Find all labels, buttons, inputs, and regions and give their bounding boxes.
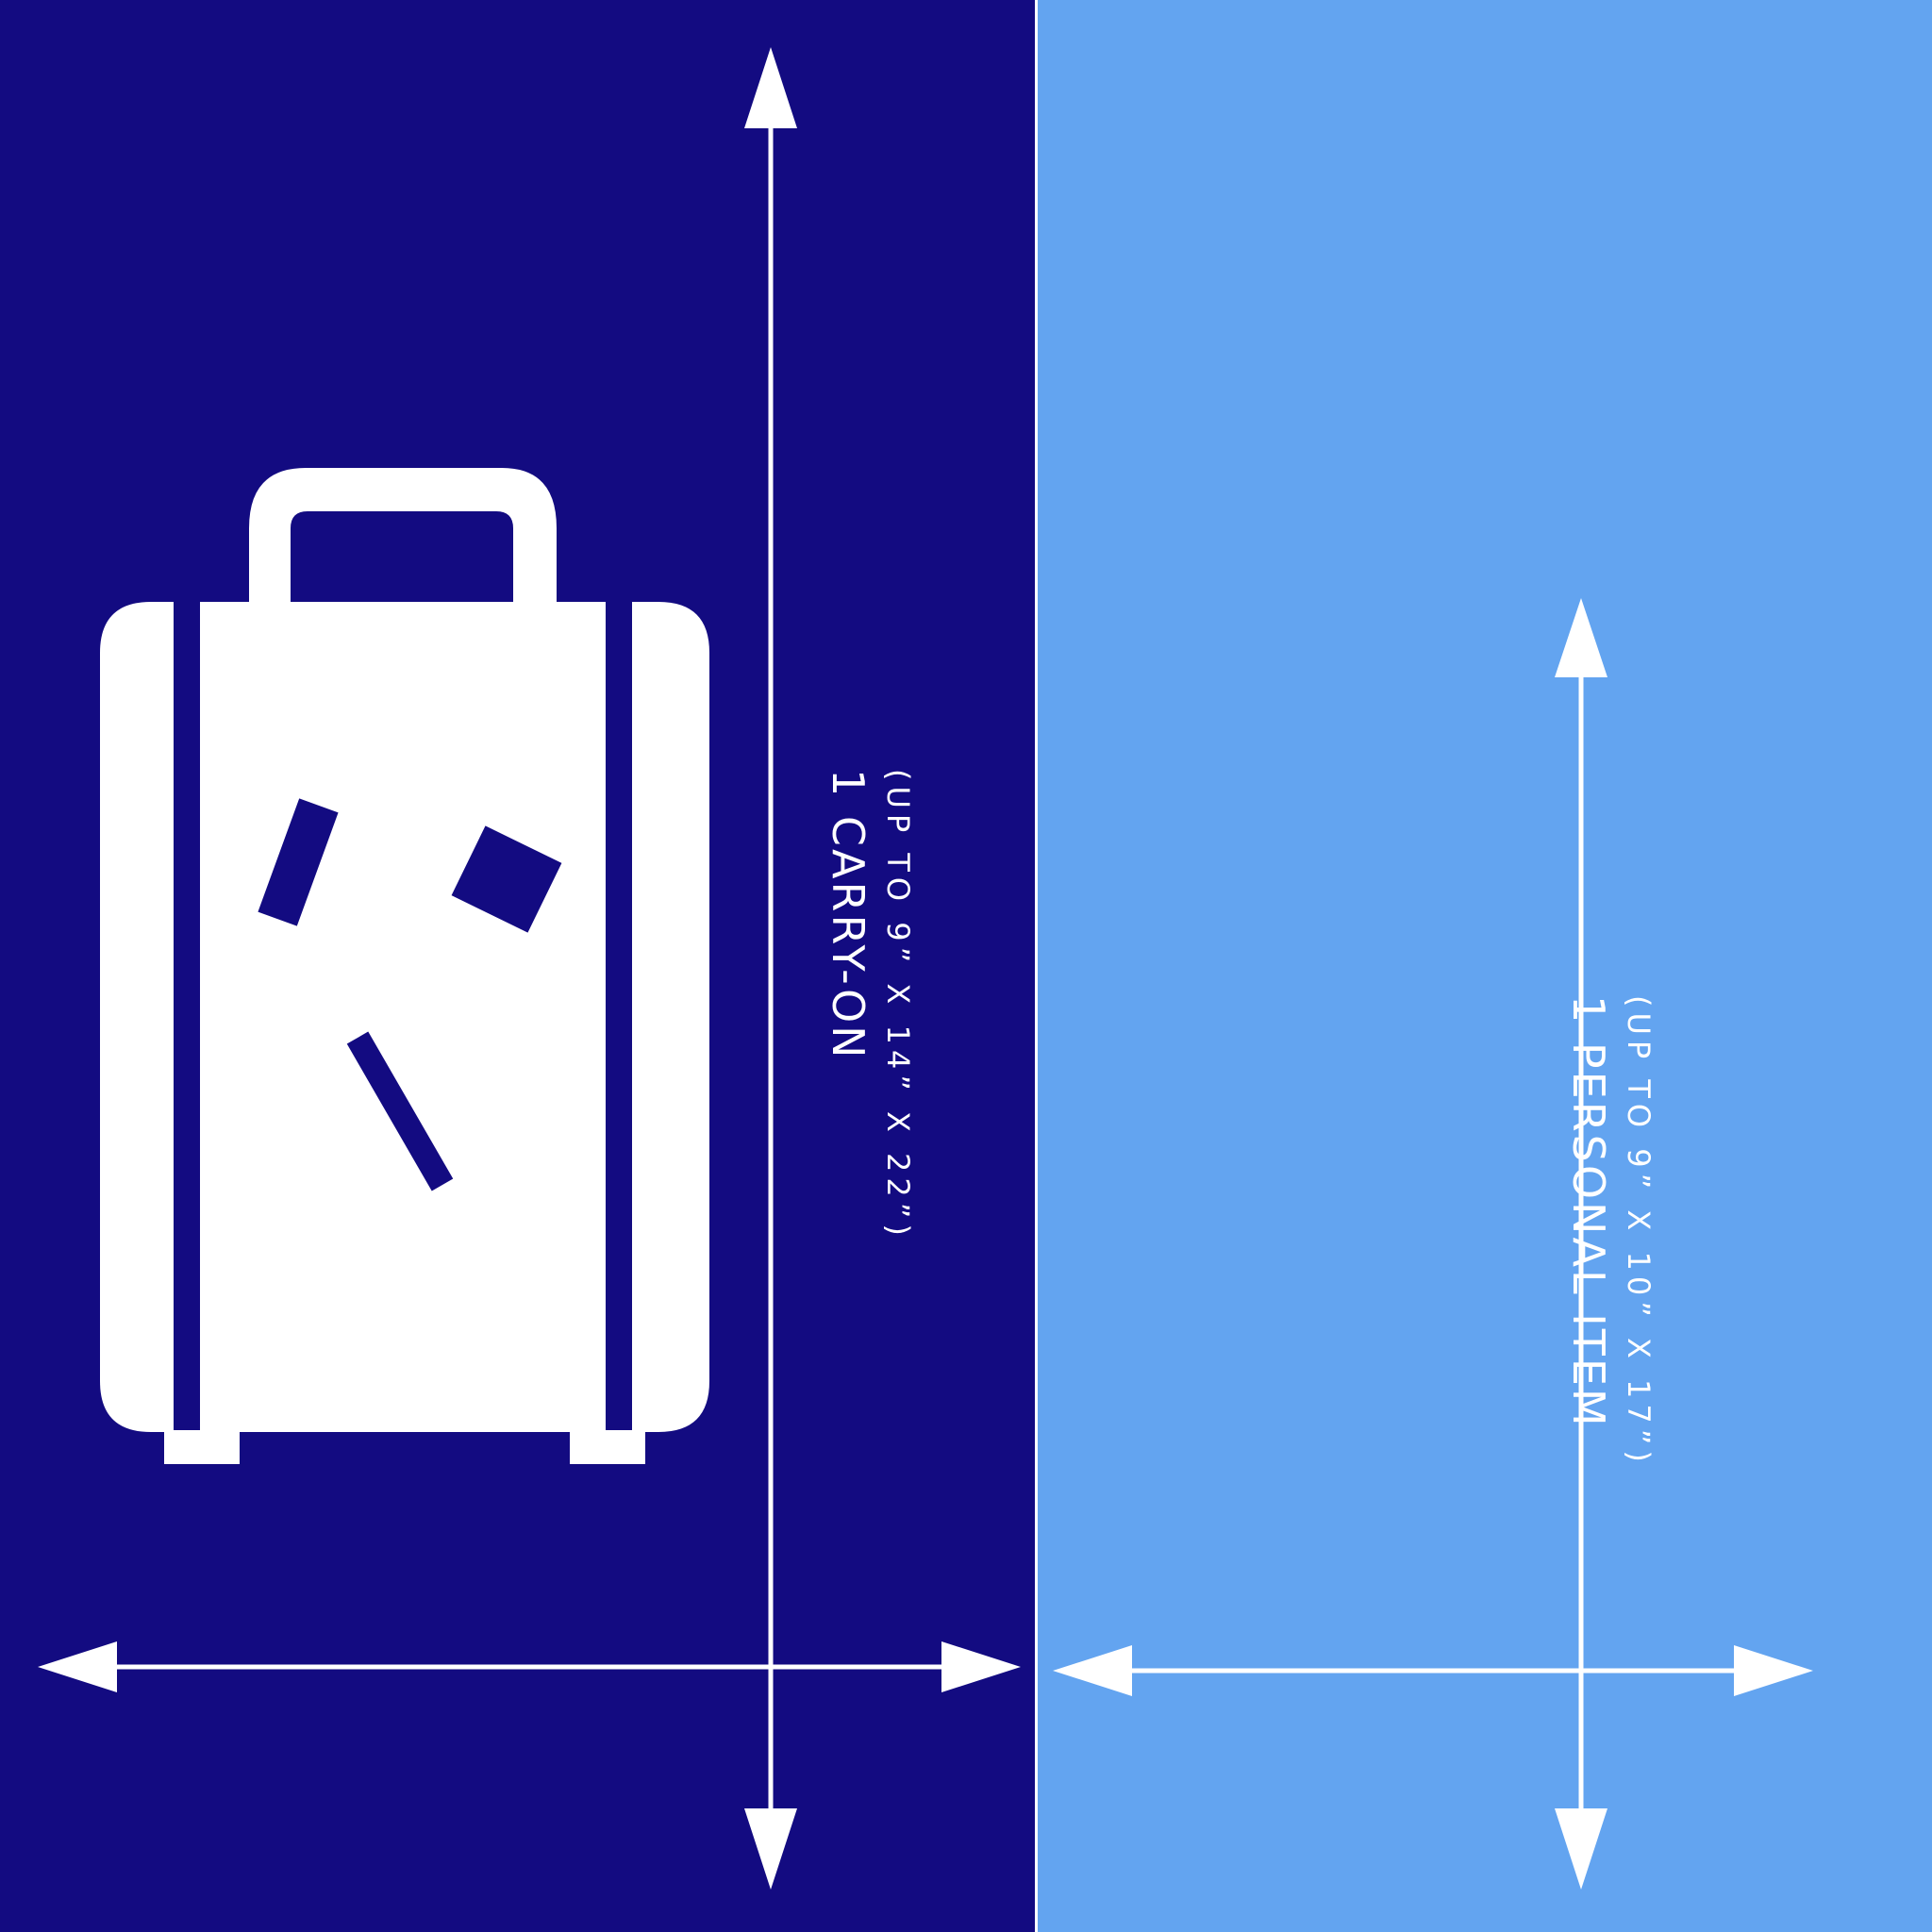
carry-on-height-arrow xyxy=(744,47,797,1890)
personal-item-label: (UP TO 9” X 10” X 17”) 1 PERSONAL ITEM xyxy=(1557,995,1660,1468)
personal-item-dimensions: (UP TO 9” X 10” X 17”) xyxy=(1621,995,1657,1468)
personal-item-width-arrow xyxy=(1053,1645,1813,1696)
panel-divider xyxy=(1035,0,1038,1932)
personal-item-panel xyxy=(1038,0,1932,1932)
carry-on-dimensions: (UP TO 9” X 14” X 22”) xyxy=(880,769,916,1241)
personal-item-height-arrow xyxy=(1555,598,1607,1890)
carry-on-width-arrow xyxy=(38,1641,1021,1692)
carry-on-title: 1 CARRY-ON xyxy=(823,769,874,1061)
personal-item-title: 1 PERSONAL ITEM xyxy=(1563,995,1614,1429)
carry-on-label: (UP TO 9” X 14” X 22”) 1 CARRY-ON xyxy=(816,769,920,1241)
suitcase-icon xyxy=(100,468,709,1464)
